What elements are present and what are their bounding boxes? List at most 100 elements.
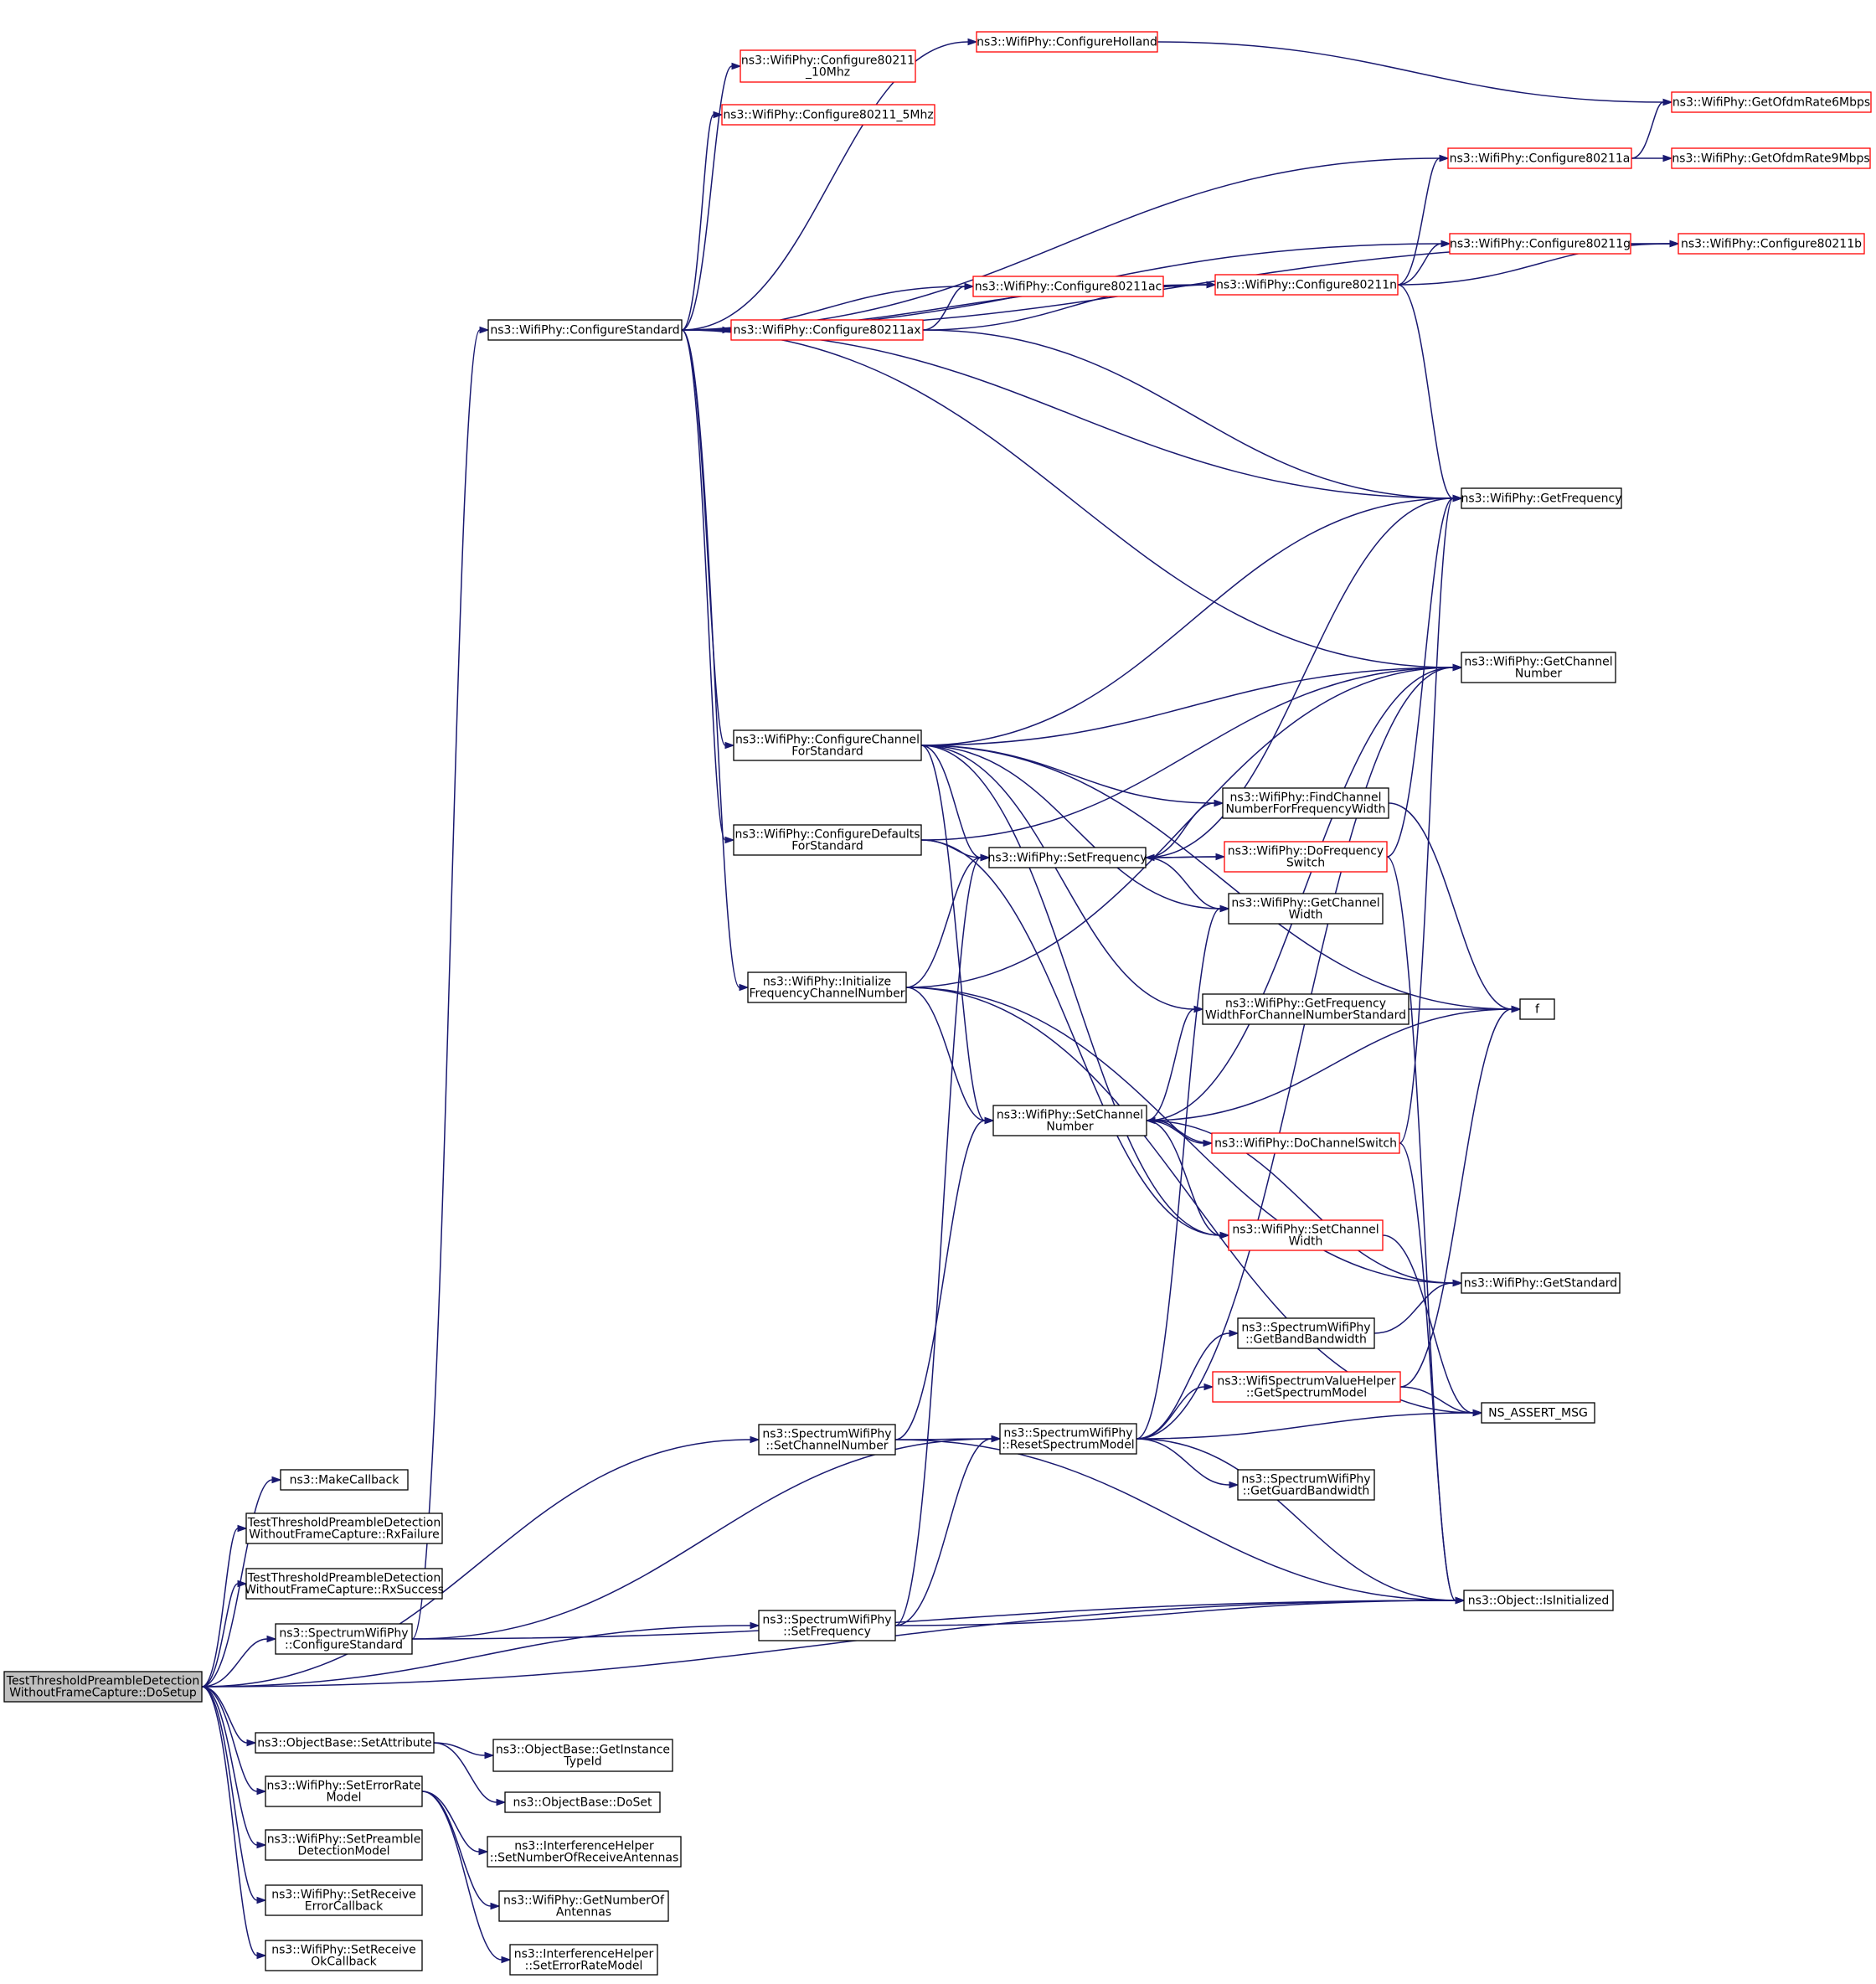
node-label: ns3::WifiPhy::ConfigureHolland — [977, 36, 1157, 49]
node-getstd[interactable]: ns3::WifiPhy::GetStandard — [1461, 1272, 1621, 1294]
edge-cfgdef-to-setcw — [920, 839, 1221, 1236]
node-box — [1237, 1317, 1375, 1349]
edge-cfgax-to-cfgac — [922, 286, 966, 331]
node-rxfail[interactable]: TestThresholdPreambleDetectionWithoutFra… — [245, 1512, 443, 1544]
node-cfgax[interactable]: ns3::WifiPhy::Configure80211ax — [730, 319, 924, 341]
edge-root-to-spcfgstd — [201, 1638, 268, 1688]
node-cfgdef[interactable]: ns3::WifiPhy::ConfigureDefaultsForStanda… — [733, 824, 922, 856]
node-spsetchan[interactable]: ns3::SpectrumWifiPhy::SetChannelNumber — [758, 1424, 896, 1456]
node-root[interactable]: TestThresholdPreambleDetectionWithoutFra… — [3, 1671, 203, 1703]
node-label: ns3::SpectrumWifiPhy — [279, 1627, 408, 1641]
edge-arrowhead — [479, 326, 490, 334]
node-spcfgstd[interactable]: ns3::SpectrumWifiPhy::ConfigureStandard — [275, 1623, 413, 1655]
node-label: ns3::SpectrumWifiPhy — [762, 1614, 891, 1627]
node-cfg5[interactable]: ns3::WifiPhy::Configure80211_5Mhz — [721, 104, 935, 126]
node-nsassert[interactable]: NS_ASSERT_MSG — [1481, 1402, 1595, 1424]
node-box — [976, 31, 1158, 53]
node-dochsw[interactable]: ns3::WifiPhy::DoChannelSwitch — [1211, 1132, 1400, 1154]
node-ofdm6[interactable]: ns3::WifiPhy::GetOfdmRate6Mbps — [1671, 91, 1872, 113]
node-label: ns3::WifiPhy::GetFrequency — [1461, 492, 1621, 506]
node-getfreq[interactable]: ns3::WifiPhy::GetFrequency — [1461, 487, 1622, 509]
node-label: ::SetErrorRateModel — [525, 1960, 643, 1973]
node-label: Model — [326, 1791, 361, 1805]
edge-setchan-to-getstd — [1146, 1120, 1454, 1284]
node-cfgchan[interactable]: ns3::WifiPhy::ConfigureChannelForStandar… — [733, 729, 922, 761]
edge-arrowhead — [237, 1579, 248, 1588]
node-rxsucc[interactable]: TestThresholdPreambleDetectionWithoutFra… — [245, 1568, 444, 1600]
edge-cfgstd-to-cfgdef — [681, 329, 726, 841]
node-label: ns3::WifiPhy::SetChannel — [1232, 1224, 1379, 1237]
node-label: WithoutFrameCapture::DoSetup — [9, 1687, 197, 1700]
node-getbandbw[interactable]: ns3::SpectrumWifiPhy::GetBandBandwidth — [1237, 1317, 1375, 1349]
node-cfgac[interactable]: ns3::WifiPhy::Configure80211ac — [972, 276, 1164, 297]
node-f[interactable]: f — [1519, 998, 1555, 1020]
edge-arrowhead — [1145, 1116, 1156, 1125]
node-label: ns3::WifiPhy::SetErrorRate — [267, 1780, 421, 1793]
node-setnra[interactable]: ns3::InterferenceHelper::SetNumberOfRece… — [487, 1836, 682, 1868]
node-cfga[interactable]: ns3::WifiPhy::Configure80211a — [1447, 147, 1632, 169]
node-box — [730, 319, 924, 341]
edge-arrowhead — [731, 62, 742, 70]
node-resetsm[interactable]: ns3::SpectrumWifiPhy::ResetSpectrumModel — [999, 1423, 1137, 1455]
node-box — [758, 1424, 896, 1456]
node-spsetfreq[interactable]: ns3::SpectrumWifiPhy::SetFrequency — [758, 1610, 896, 1641]
node-box — [733, 824, 922, 856]
node-isinit[interactable]: ns3::Object::IsInitialized — [1463, 1590, 1614, 1611]
node-makecb[interactable]: ns3::MakeCallback — [280, 1469, 409, 1491]
node-getspecmodel[interactable]: ns3::WifiSpectrumValueHelper::GetSpectru… — [1212, 1371, 1401, 1403]
edge-arrowhead — [490, 1902, 501, 1910]
node-label: ns3::WifiPhy::ConfigureChannel — [735, 734, 920, 747]
node-cfgstd[interactable]: ns3::WifiPhy::ConfigureStandard — [487, 319, 683, 341]
node-label: WithoutFrameCapture::RxFailure — [249, 1528, 440, 1542]
node-cfgb[interactable]: ns3::WifiPhy::Configure80211b — [1678, 233, 1865, 255]
node-label: ::SetFrequency — [783, 1626, 871, 1639]
node-label: NumberForFrequencyWidth — [1225, 803, 1385, 817]
node-seterr[interactable]: ns3::WifiPhy::SetErrorRateModel — [265, 1775, 423, 1807]
node-box — [1461, 1272, 1621, 1294]
edge-arrowhead — [1662, 154, 1673, 162]
edge-cfgn-to-getfreq — [1397, 284, 1454, 499]
node-objsetattr[interactable]: ns3::ObjectBase::SetAttribute — [255, 1732, 435, 1754]
node-label: Width — [1289, 909, 1323, 922]
edge-arrowhead — [1452, 1279, 1463, 1287]
node-setchan[interactable]: ns3::WifiPhy::SetChannelNumber — [992, 1105, 1147, 1136]
node-label: DetectionModel — [297, 1845, 389, 1858]
node-cfgholl[interactable]: ns3::WifiPhy::ConfigureHolland — [976, 31, 1158, 53]
node-box — [1224, 841, 1388, 873]
node-label: _10Mhz — [805, 66, 850, 80]
node-cfg10[interactable]: ns3::WifiPhy::Configure80211_10Mhz — [740, 49, 916, 83]
node-box — [487, 1836, 682, 1868]
node-seterm[interactable]: ns3::InterferenceHelper::SetErrorRateMod… — [509, 1944, 658, 1976]
edge-dofreq-to-getfreq — [1386, 497, 1454, 858]
node-label: ns3::WifiPhy::Configure80211 — [741, 54, 915, 68]
node-label: Switch — [1286, 857, 1325, 870]
node-label: ns3::SpectrumWifiPhy — [1003, 1427, 1132, 1440]
node-cfgg[interactable]: ns3::WifiPhy::Configure80211g — [1449, 233, 1631, 255]
node-box — [504, 1791, 661, 1813]
node-label: ::SetChannelNumber — [765, 1440, 888, 1453]
node-box — [1449, 233, 1631, 255]
node-doset[interactable]: ns3::ObjectBase::DoSet — [504, 1791, 661, 1813]
node-label: f — [1535, 1003, 1540, 1017]
edge-resetsm-to-isinit — [1136, 1438, 1456, 1601]
node-label: FrequencyChannelNumber — [749, 987, 904, 1001]
node-label: Width — [1289, 1235, 1323, 1249]
node-cfgn[interactable]: ns3::WifiPhy::Configure80211n — [1214, 274, 1399, 296]
node-getfwcns[interactable]: ns3::WifiPhy::GetFrequencyWidthForChanne… — [1202, 993, 1410, 1025]
node-setfreq[interactable]: ns3::WifiPhy::SetFrequency — [987, 847, 1147, 868]
node-getguard[interactable]: ns3::SpectrumWifiPhy::GetGuardBandwidth — [1237, 1469, 1375, 1501]
edge-root-to-rxfail — [201, 1528, 239, 1688]
node-initfreq[interactable]: ns3::WifiPhy::InitializeFrequencyChannel… — [747, 971, 907, 1003]
node-findchan[interactable]: ns3::WifiPhy::FindChannelNumberForFreque… — [1222, 787, 1389, 819]
node-ofdm9[interactable]: ns3::WifiPhy::GetOfdmRate9Mbps — [1671, 147, 1871, 169]
node-label: ns3::WifiPhy::Configure80211g — [1450, 238, 1631, 251]
